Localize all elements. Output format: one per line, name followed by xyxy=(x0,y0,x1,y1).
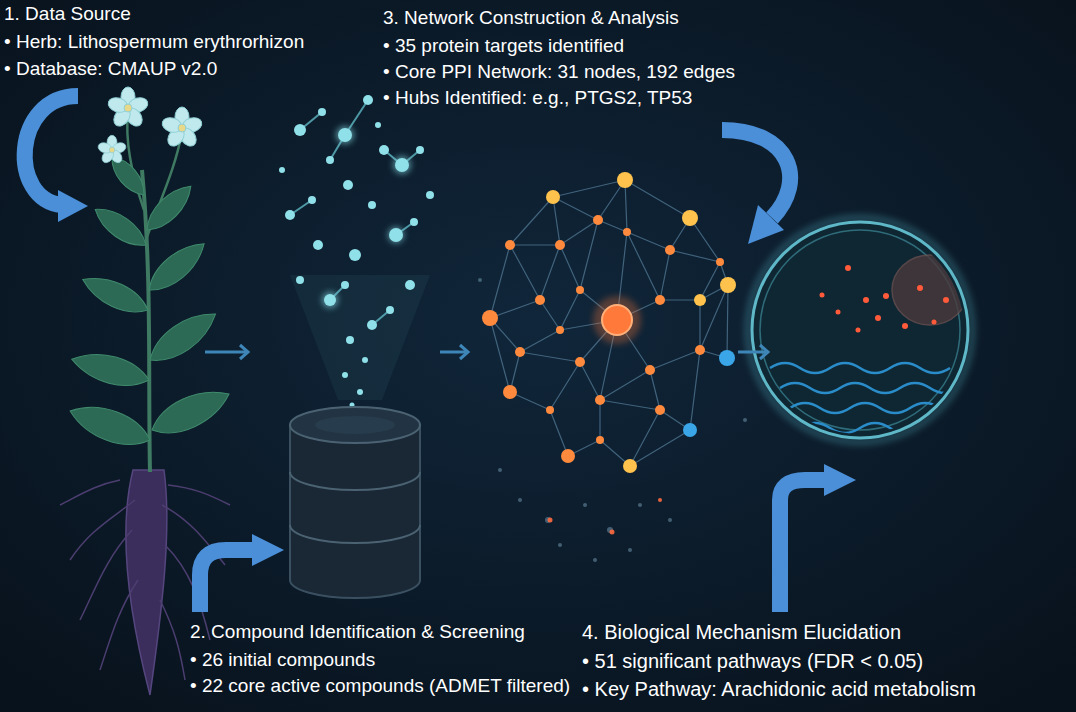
bullet-text: • Herb: Lithospermum erythrorhizon xyxy=(4,30,304,54)
ppi-network xyxy=(478,172,747,562)
flow-arrows xyxy=(205,345,768,359)
step-heading: 4. Biological Mechanism Elucidation xyxy=(582,620,901,644)
molecules xyxy=(279,95,434,408)
plant xyxy=(65,112,235,472)
bullet-text: • 26 initial compounds xyxy=(190,648,375,672)
bullet-text: • Database: CMAUP v2.0 xyxy=(4,57,217,81)
database-cylinder xyxy=(290,407,420,598)
curved-arrows xyxy=(25,96,856,612)
bullet-text: • 51 significant pathways (FDR < 0.05) xyxy=(582,649,923,673)
bullet-text: • Hubs Identified: e.g., PTGS2, TP53 xyxy=(383,86,692,110)
bullet-text: • 35 protein targets identified xyxy=(383,34,624,58)
step-heading: 2. Compound Identification & Screening xyxy=(190,620,525,644)
bullet-text: • Core PPI Network: 31 nodes, 192 edges xyxy=(383,60,735,84)
step-heading: 1. Data Source xyxy=(4,2,131,26)
cell xyxy=(748,218,972,442)
flowers xyxy=(97,87,204,165)
step-heading: 3. Network Construction & Analysis xyxy=(383,6,679,30)
bullet-text: • Key Pathway: Arachidonic acid metaboli… xyxy=(582,677,976,701)
bullet-text: • 22 core active compounds (ADMET filter… xyxy=(190,674,570,698)
